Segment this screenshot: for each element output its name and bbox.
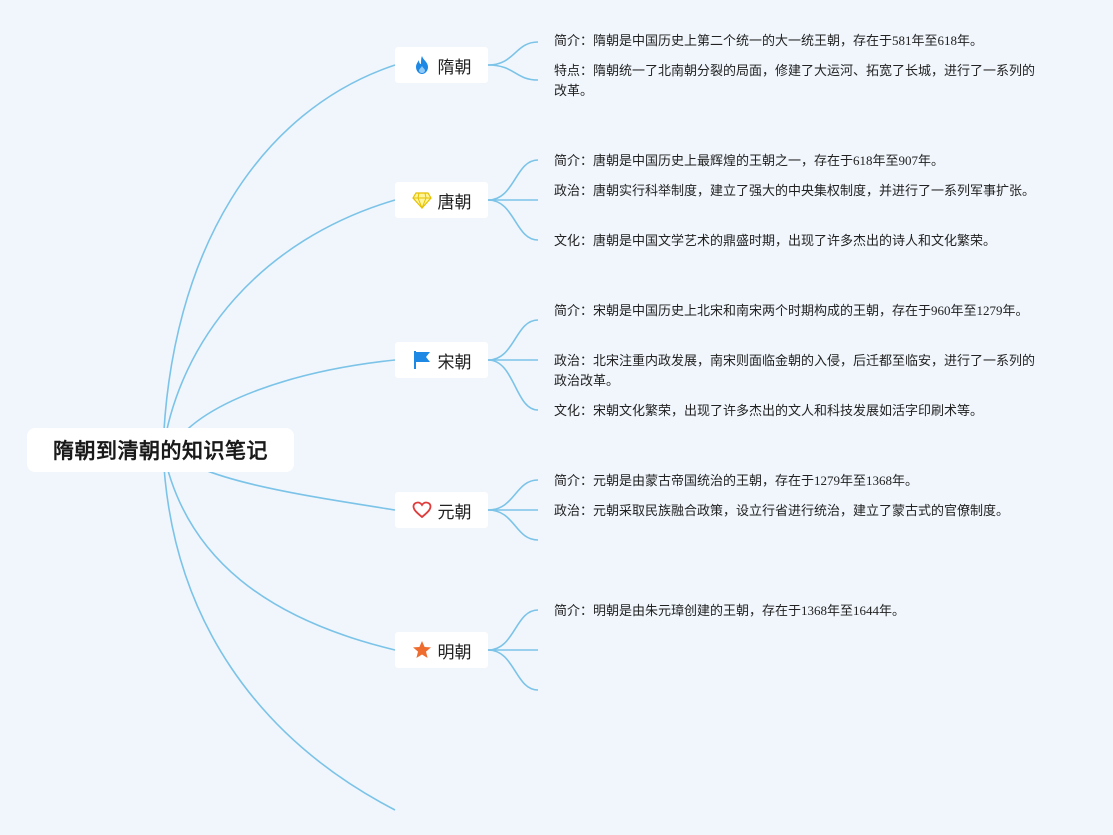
root-connector-tang xyxy=(162,199,396,451)
fire-icon xyxy=(412,55,432,75)
note-tang-politics[interactable]: 政治：唐朝实行科举制度，建立了强大的中央集权制度，并进行了一系列军事扩张。 xyxy=(554,181,1046,201)
root-connector-sui xyxy=(162,64,396,451)
note-text: 隋朝统一了北南朝分裂的局面，修建了大运河、拓宽了长城，进行了一系列的改革。 xyxy=(554,63,1036,98)
note-label: 简介： xyxy=(554,33,594,48)
note-label: 简介： xyxy=(554,153,594,168)
note-label: 简介： xyxy=(554,303,594,318)
flag-icon xyxy=(412,350,432,370)
branch-ming[interactable]: 明朝 xyxy=(395,632,488,668)
branch-song[interactable]: 宋朝 xyxy=(395,342,488,378)
root-title: 隋朝到清朝的知识笔记 xyxy=(53,439,268,463)
note-ming-intro[interactable]: 简介：明朝是由朱元璋创建的王朝，存在于1368年至1644年。 xyxy=(554,601,1046,621)
root-topic[interactable]: 隋朝到清朝的知识笔记 xyxy=(27,428,294,472)
branch-label: 明朝 xyxy=(437,642,472,663)
note-song-intro[interactable]: 简介：宋朝是中国历史上北宋和南宋两个时期构成的王朝，存在于960年至1279年。 xyxy=(554,301,1046,321)
note-text: 北宋注重内政发展，南宋则面临金朝的入侵，后迁都至临安，进行了一系列的政治改革。 xyxy=(554,353,1036,388)
note-text: 宋朝文化繁荣，出现了许多杰出的文人和科技发展如活字印刷术等。 xyxy=(593,403,984,418)
note-label: 简介： xyxy=(554,603,594,618)
note-text: 明朝是由朱元璋创建的王朝，存在于1368年至1644年。 xyxy=(593,603,906,618)
note-text: 元朝是由蒙古帝国统治的王朝，存在于1279年至1368年。 xyxy=(593,473,919,488)
note-tang-intro[interactable]: 简介：唐朝是中国历史上最辉煌的王朝之一，存在于618年至907年。 xyxy=(554,151,1046,171)
note-label: 政治： xyxy=(554,503,594,518)
note-sui-features[interactable]: 特点：隋朝统一了北南朝分裂的局面，修建了大运河、拓宽了长城，进行了一系列的改革。 xyxy=(554,61,1046,101)
note-text: 隋朝是中国历史上第二个统一的大一统王朝，存在于581年至618年。 xyxy=(593,33,984,48)
note-text: 元朝采取民族融合政策，设立行省进行统治，建立了蒙古式的官僚制度。 xyxy=(593,503,1010,518)
note-label: 文化： xyxy=(554,403,594,418)
note-yuan-politics[interactable]: 政治：元朝采取民族融合政策，设立行省进行统治，建立了蒙古式的官僚制度。 xyxy=(554,501,1046,521)
note-label: 文化： xyxy=(554,233,594,248)
note-label: 政治： xyxy=(554,353,594,368)
branch-yuan[interactable]: 元朝 xyxy=(395,492,488,528)
note-song-politics[interactable]: 政治：北宋注重内政发展，南宋则面临金朝的入侵，后迁都至临安，进行了一系列的政治改… xyxy=(554,351,1046,391)
note-label: 政治： xyxy=(554,183,594,198)
branch-tang[interactable]: 唐朝 xyxy=(395,182,488,218)
note-text: 唐朝是中国历史上最辉煌的王朝之一，存在于618年至907年。 xyxy=(593,153,945,168)
note-song-culture[interactable]: 文化：宋朝文化繁荣，出现了许多杰出的文人和科技发展如活字印刷术等。 xyxy=(554,401,1046,421)
branch-label: 元朝 xyxy=(437,502,472,523)
branch-label: 唐朝 xyxy=(437,192,472,213)
note-text: 宋朝是中国历史上北宋和南宋两个时期构成的王朝，存在于960年至1279年。 xyxy=(593,303,1029,318)
note-label: 简介： xyxy=(554,473,594,488)
note-tang-culture[interactable]: 文化：唐朝是中国文学艺术的鼎盛时期，出现了许多杰出的诗人和文化繁荣。 xyxy=(554,231,1046,251)
note-text: 唐朝是中国文学艺术的鼎盛时期，出现了许多杰出的诗人和文化繁荣。 xyxy=(593,233,997,248)
note-text: 唐朝实行科举制度，建立了强大的中央集权制度，并进行了一系列军事扩张。 xyxy=(593,183,1036,198)
diamond-icon xyxy=(411,190,432,210)
heart-icon xyxy=(412,500,432,520)
star-icon xyxy=(412,640,432,660)
branch-sui[interactable]: 隋朝 xyxy=(395,47,488,83)
note-label: 特点： xyxy=(554,63,594,78)
branch-label: 宋朝 xyxy=(437,352,472,373)
note-yuan-intro[interactable]: 简介：元朝是由蒙古帝国统治的王朝，存在于1279年至1368年。 xyxy=(554,471,1046,491)
root-connector-ming xyxy=(162,449,396,651)
note-sui-intro[interactable]: 简介：隋朝是中国历史上第二个统一的大一统王朝，存在于581年至618年。 xyxy=(554,31,1046,51)
branch-label: 隋朝 xyxy=(437,57,472,78)
root-connector-extra xyxy=(162,449,396,811)
